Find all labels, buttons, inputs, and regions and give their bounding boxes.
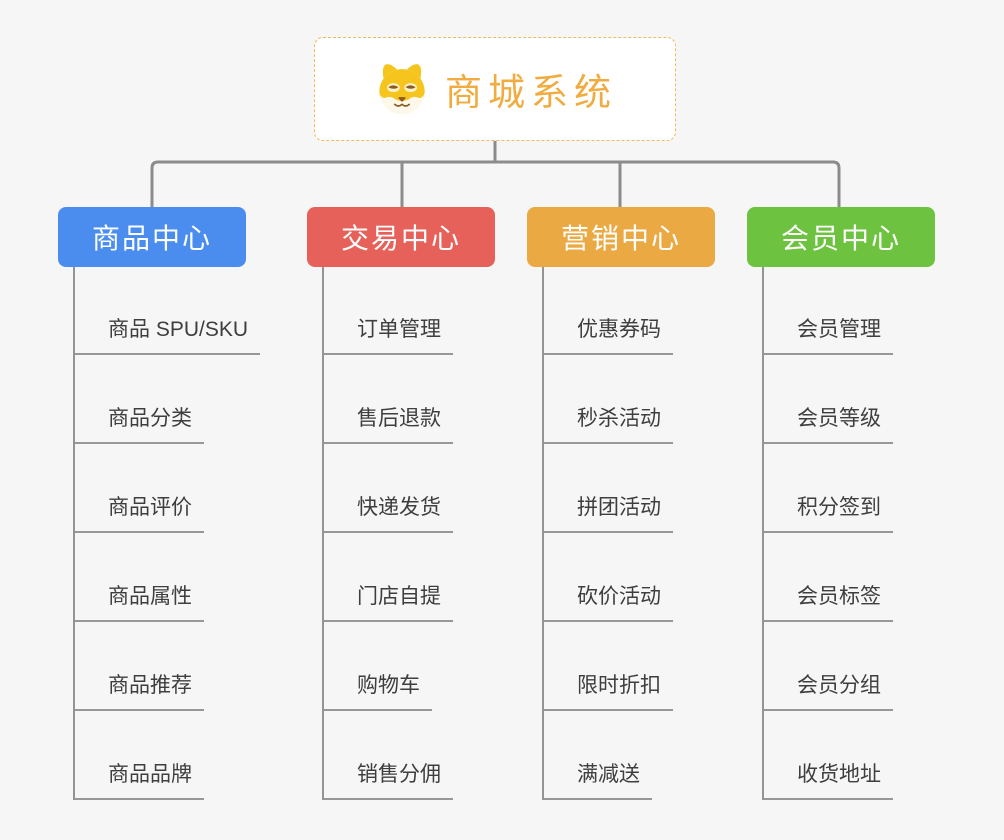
leaf-node[interactable]: 优惠券码 [544,267,673,355]
leaf-node[interactable]: 售后退款 [324,355,453,444]
branch-label: 商品中心 [91,223,212,254]
leaf-node[interactable]: 砍价活动 [544,533,673,622]
branch-children-member-center: 会员管理 会员等级 积分签到 会员标签 会员分组 收货地址 [762,267,893,800]
leaf-node[interactable]: 限时折扣 [544,622,673,711]
branch-children-trade-center: 订单管理 售后退款 快递发货 门店自提 购物车 销售分佣 [322,267,453,800]
leaf-node[interactable]: 购物车 [324,622,453,711]
branch-children-product-center: 商品 SPU/SKU 商品分类 商品评价 商品属性 商品推荐 商品品牌 [73,267,261,800]
leaf-node[interactable]: 商品品牌 [75,711,260,800]
branch-header-product-center[interactable]: 商品中心 [58,207,246,267]
branch-member-center: 会员中心 会员管理 会员等级 积分签到 会员标签 会员分组 收货地址 [747,207,935,800]
branch-trade-center: 交易中心 订单管理 售后退款 快递发货 门店自提 购物车 销售分佣 [307,207,495,800]
branch-header-member-center[interactable]: 会员中心 [747,207,935,267]
leaf-node[interactable]: 商品属性 [75,533,260,622]
leaf-node[interactable]: 快递发货 [324,444,453,533]
branch-product-center: 商品中心 商品 SPU/SKU 商品分类 商品评价 商品属性 商品推荐 商品品牌 [58,207,261,800]
leaf-node[interactable]: 商品 SPU/SKU [75,267,261,355]
leaf-node[interactable]: 会员分组 [764,622,893,711]
leaf-node[interactable]: 订单管理 [324,267,453,355]
leaf-node[interactable]: 拼团活动 [544,444,673,533]
leaf-node[interactable]: 门店自提 [324,533,453,622]
leaf-node[interactable]: 商品推荐 [75,622,260,711]
branch-label: 营销中心 [560,223,681,254]
leaf-node[interactable]: 收货地址 [764,711,893,800]
leaf-node[interactable]: 满减送 [544,711,673,800]
root-title: 商城系统 [445,72,617,113]
branch-label: 会员中心 [780,223,901,254]
leaf-node[interactable]: 会员管理 [764,267,893,355]
leaf-node[interactable]: 积分签到 [764,444,893,533]
branch-children-marketing-center: 优惠券码 秒杀活动 拼团活动 砍价活动 限时折扣 满减送 [542,267,673,800]
branch-header-marketing-center[interactable]: 营销中心 [527,207,715,267]
leaf-node[interactable]: 销售分佣 [324,711,453,800]
connector-rail [150,160,841,208]
leaf-node[interactable]: 秒杀活动 [544,355,673,444]
root-node[interactable]: 商城系统 [314,37,676,141]
branch-header-trade-center[interactable]: 交易中心 [307,207,495,267]
leaf-node[interactable]: 会员等级 [764,355,893,444]
dog-face-icon [373,60,431,118]
leaf-node[interactable]: 会员标签 [764,533,893,622]
leaf-node[interactable]: 商品分类 [75,355,260,444]
branch-marketing-center: 营销中心 优惠券码 秒杀活动 拼团活动 砍价活动 限时折扣 满减送 [527,207,715,800]
leaf-node[interactable]: 商品评价 [75,444,260,533]
branch-label: 交易中心 [340,223,461,254]
